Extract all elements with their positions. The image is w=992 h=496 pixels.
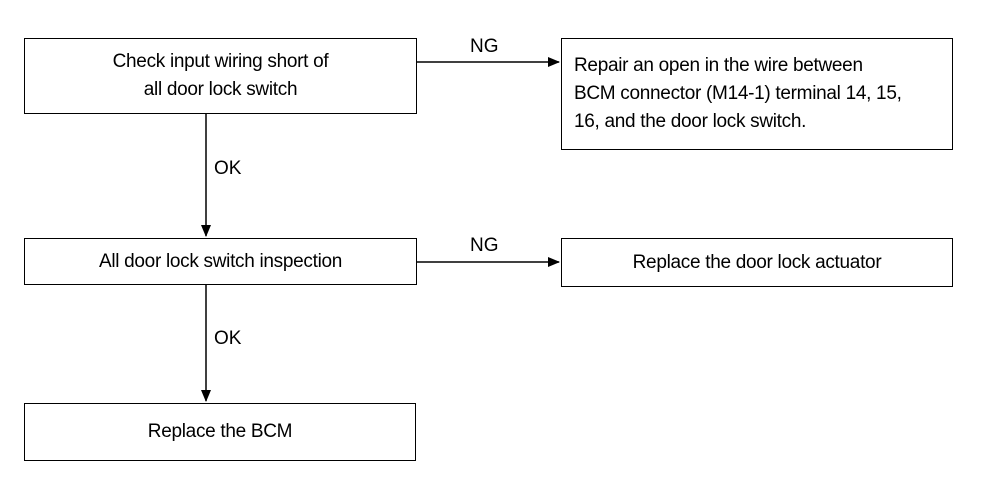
door-lock-switch-inspection-box: All door lock switch inspection [24, 238, 417, 285]
check-input-wiring-text: Check input wiring short of all door loc… [112, 51, 329, 100]
repair-open-wire-box: Repair an open in the wire between BCM c… [561, 38, 953, 150]
check-input-wiring-box: Check input wiring short of all door loc… [24, 38, 417, 114]
repair-open-wire-text: Repair an open in the wire between BCM c… [574, 55, 902, 132]
replace-door-lock-actuator-text: Replace the door lock actuator [632, 251, 882, 273]
replace-door-lock-actuator-box: Replace the door lock actuator [561, 238, 953, 287]
ok-label-2: OK [214, 328, 242, 349]
replace-bcm-box: Replace the BCM [24, 403, 416, 461]
ng-label-1: NG [470, 36, 499, 57]
replace-bcm-text: Replace the BCM [147, 421, 293, 442]
ok-label-1: OK [214, 158, 242, 179]
ng-label-2: NG [470, 235, 499, 256]
door-lock-switch-inspection-text: All door lock switch inspection [98, 250, 343, 272]
